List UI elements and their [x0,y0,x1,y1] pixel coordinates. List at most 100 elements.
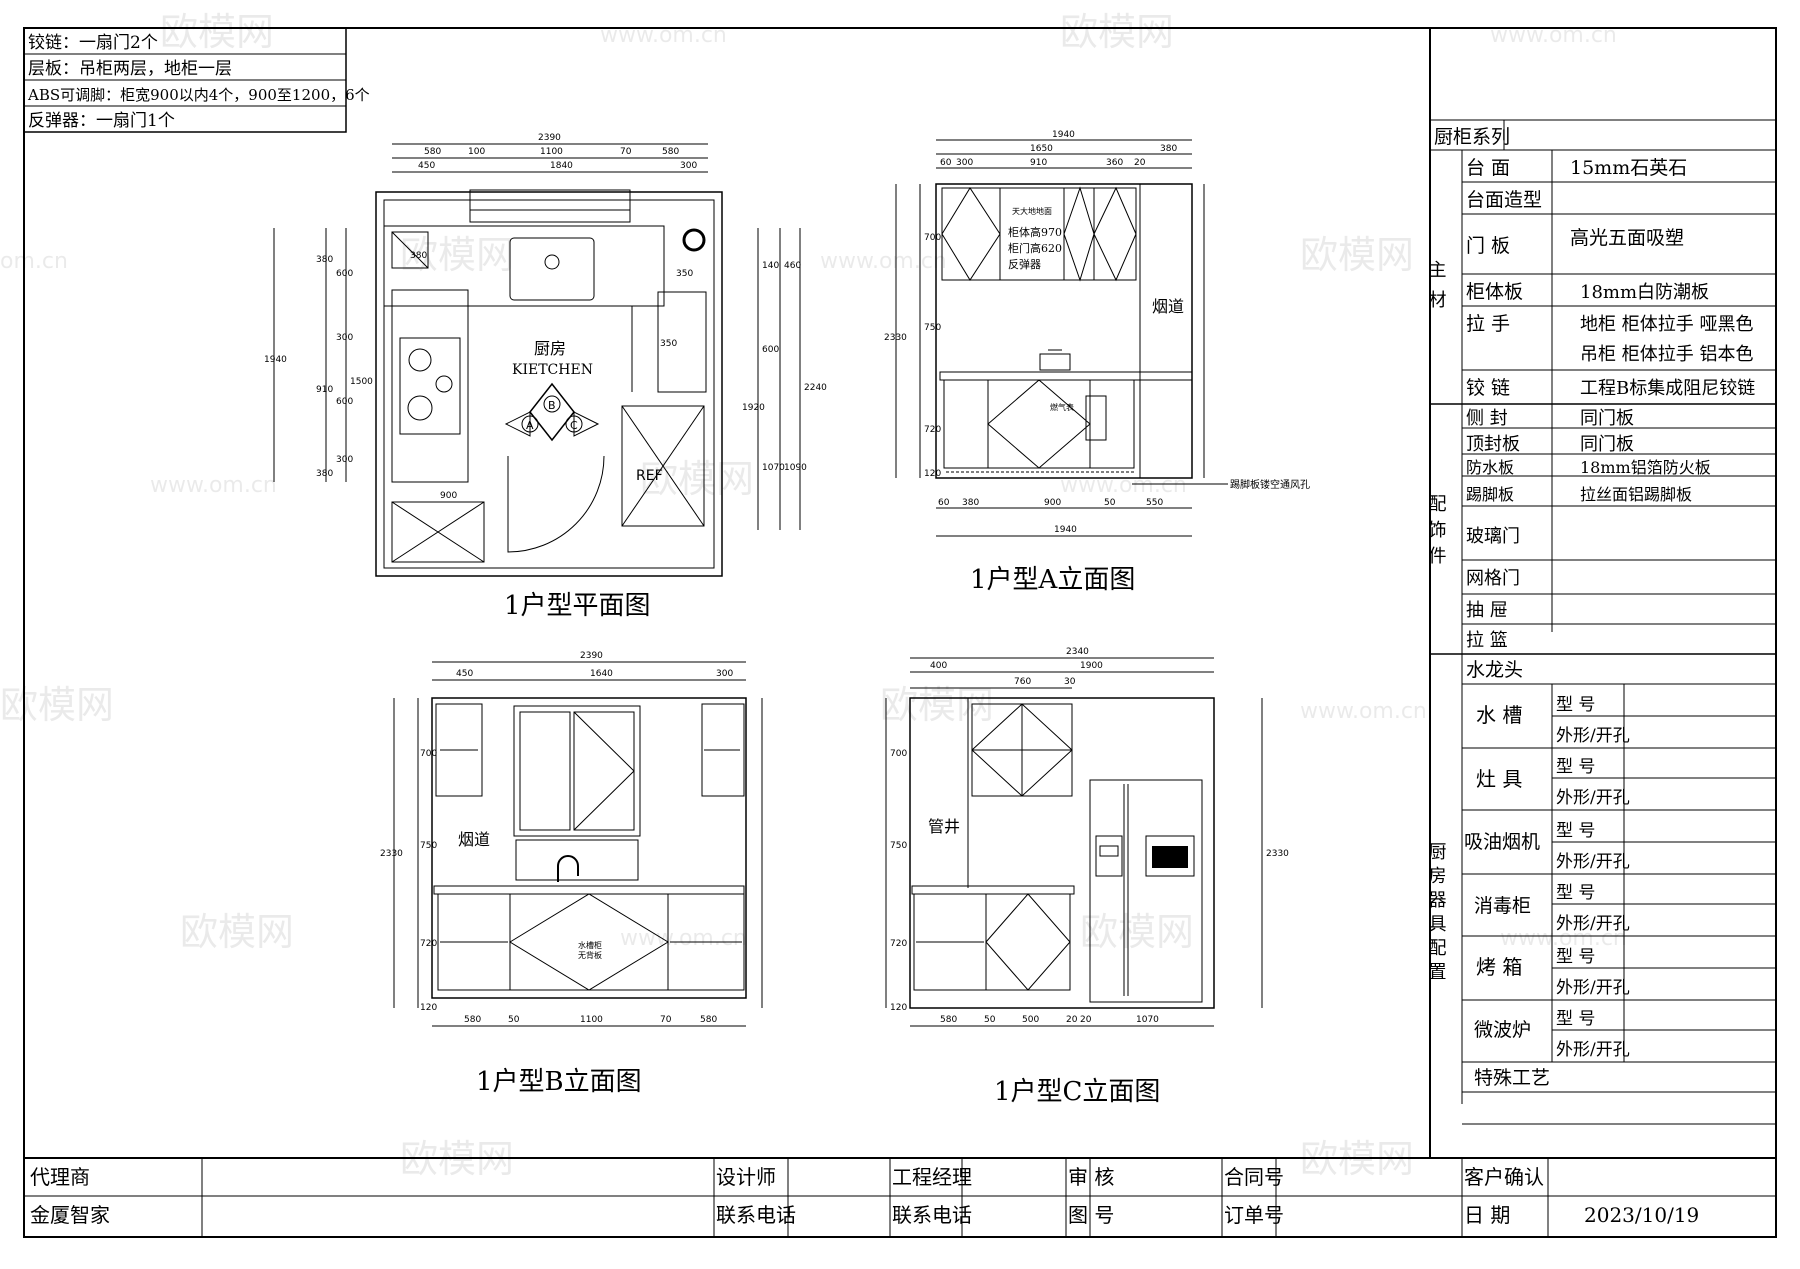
plan-dim: 300 [336,333,353,343]
notes-box: 铰链：一扇门2个 层板：吊柜两层，地柜一层 ABS可调脚：柜宽900以内4个，9… [23,27,370,133]
elev-c-fridge [1089,779,1203,1003]
watermark-logo: 欧模网 [0,683,114,727]
plan-dim: 380 [316,255,333,265]
watermark-url: www.om.cn [150,473,277,498]
elev-c-dim: 500 [1022,1015,1039,1025]
spec-faucet: 水龙头 [1466,659,1523,681]
spec-main-value: 高光五面吸塑 [1570,227,1684,249]
elev-b-backsplash [515,839,639,881]
spec-fitting-value: 同门板 [1580,408,1634,429]
plan-dim: 580 [662,147,679,157]
elev-b-base-cabinets [437,893,745,991]
elev-a-dim: 2330 [884,333,907,343]
svg-text:B: B [548,399,556,412]
spec-fitting-value: 18mm铝箔防火板 [1580,458,1711,477]
elev-b-window [513,705,641,837]
note-3: ABS可调脚：柜宽900以内4个，900至1200，6个 [27,86,370,104]
spec-main-label: 铰 链 [1466,377,1510,399]
watermark-logo: 欧模网 [1300,233,1414,277]
spec-fitting-label: 防水板 [1466,458,1514,477]
elev-c-dim: 120 [890,1003,907,1013]
elev-c-dim: 30 [1064,677,1076,687]
elev-b-dim: 1640 [590,669,613,679]
elev-c-dim: 400 [930,661,947,671]
plan-dim: 1840 [550,161,573,171]
elev-b-dim: 300 [716,669,733,679]
note-1: 铰链：一扇门2个 [28,33,158,53]
customer-label: 客户确认 [1464,1165,1544,1189]
plan-walls [375,191,723,577]
elev-b-faucet-icon [557,855,579,882]
spec-appliance: 水 槽 [1476,703,1522,727]
spec-fitting-value: 拉丝面铝踢脚板 [1580,485,1692,504]
elev-a-flue: 烟道 [1152,297,1184,316]
elev-b-upper-right [701,703,745,797]
note-4: 反弹器：一扇门1个 [28,111,175,131]
plan-dim: 580 [424,147,441,157]
plan-dim: 450 [418,161,435,171]
spec-shape-label: 外形/开孔 [1556,1040,1630,1060]
elev-a-dim: 900 [1044,498,1061,508]
elev-b-dim: 580 [700,1015,717,1025]
elev-b-upper-left [435,703,483,797]
plan-dim: 600 [762,345,779,355]
plan-dim: 910 [316,385,333,395]
elevation-a: 天大地地面 柜体高970 柜门高620 反弹器 烟道 燃气表 踢脚板镂空通风孔 … [884,130,1310,595]
plan-dim: 1500 [350,377,373,387]
spec-fitting-label: 顶封板 [1466,434,1520,455]
plan-compass-icon: B A C [504,382,600,442]
date-label: 日 期 [1464,1203,1510,1227]
watermark-url: www.om.cn [820,249,947,274]
elev-c-pipe: 管井 [928,817,960,836]
elev-a-vent-note: 燃气表 [1050,402,1074,412]
elev-a-cabinet-note: 柜门高620 [1008,241,1062,255]
elev-a-countertop [939,371,1193,381]
elev-c-dim: 20 [1080,1015,1092,1025]
pm-phone-label: 联系电话 [892,1203,972,1227]
watermark-url: www.om.cn [1500,926,1627,951]
elev-b-dim: 120 [420,1003,437,1013]
spec-group-fittings: 配饰件 [1426,494,1447,572]
spec-fitting-value: 同门板 [1580,434,1634,455]
elev-a-dim: 550 [1146,498,1163,508]
elev-a-dim: 720 [924,425,941,435]
elev-a-cabinet-note: 反弹器 [1008,257,1041,271]
svg-text:C: C [570,419,578,432]
plan-dim: 2390 [538,133,561,143]
elev-b-flue: 烟道 [458,830,490,849]
elev-a-dim: 700 [924,233,941,243]
pm-label: 工程经理 [892,1165,972,1189]
spec-main-value: 15mm石英石 [1570,157,1687,179]
elev-c-dim: 700 [890,749,907,759]
plan-sink [509,237,595,301]
plan-hob [399,337,461,435]
plan-title: 1户型平面图 [504,591,651,621]
plan-window [469,189,631,223]
spec-main-label: 拉 手 [1466,313,1510,335]
spec-shape-label: 外形/开孔 [1556,726,1630,746]
elev-a-dim: 60 [940,158,952,168]
spec-group-appliances: 厨房器具配置 [1426,842,1447,986]
elev-c-dim: 50 [984,1015,996,1025]
spec-main-value: 18mm白防潮板 [1580,282,1709,303]
elevation-c: 管井 2340 1900 400 760 30 580 50 500 20 20… [885,647,1289,1107]
elev-c-dim: 1070 [1136,1015,1159,1025]
elev-b-dim: 750 [420,841,437,851]
watermark-logo: 欧模网 [180,910,294,954]
plan-top-counter [383,225,665,307]
plan-dim: 350 [676,269,693,279]
spec-fitting-label: 侧 封 [1466,408,1508,429]
drawing-no-label: 图 号 [1068,1203,1114,1227]
spec-main-label: 柜体板 [1466,281,1523,303]
plan-dim: 900 [440,491,457,501]
plan-dim: 300 [336,455,353,465]
elev-a-bottom-note: 踢脚板镂空通风孔 [1230,478,1310,491]
elev-c-dim: 20 [1066,1015,1078,1025]
elev-b-dim: 50 [508,1015,520,1025]
elev-b-dim: 2390 [580,651,603,661]
watermark-url: www.om.cn [600,23,727,48]
spec-fitting-label: 拉 篮 [1466,630,1508,651]
elev-c-dim: 1900 [1080,661,1103,671]
spec-model-label: 型 号 [1556,695,1595,715]
elev-a-dim: 360 [1106,158,1123,168]
